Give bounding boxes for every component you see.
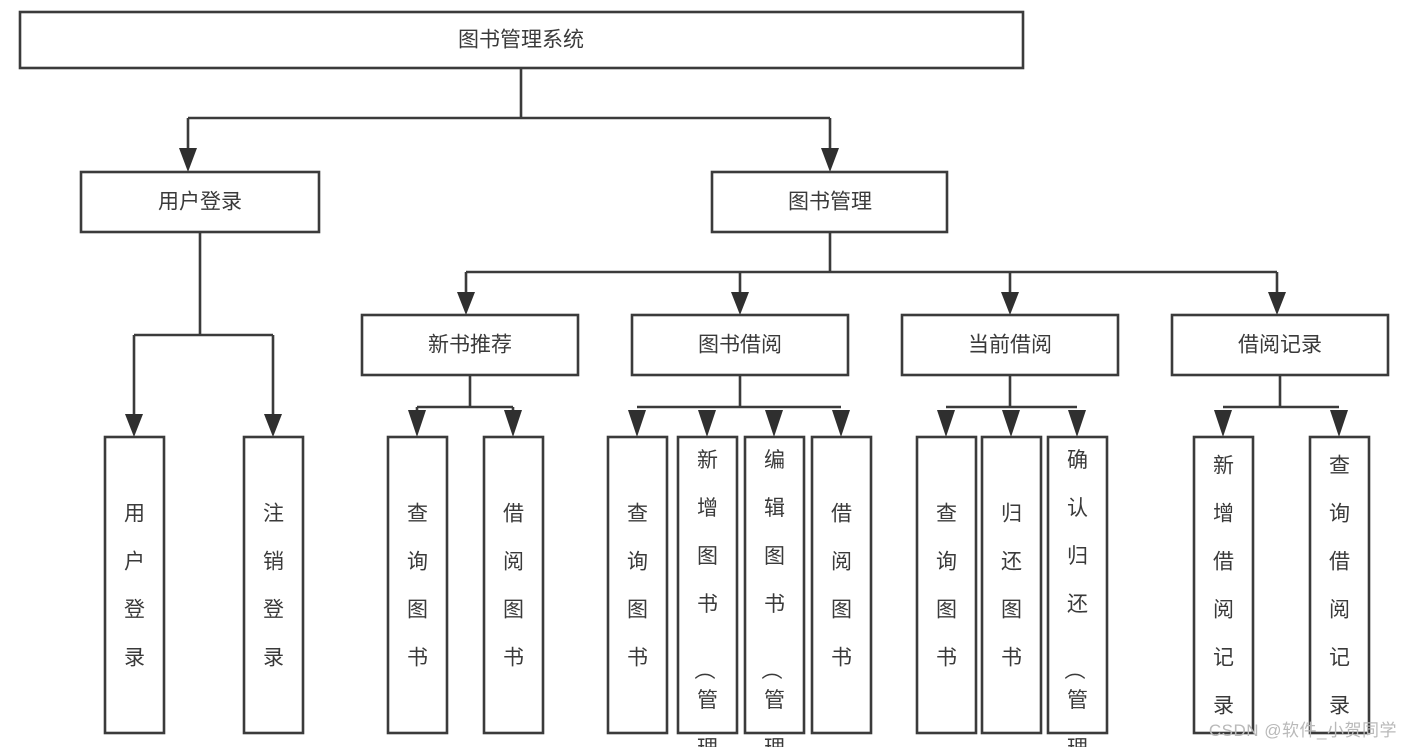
leaf-node[interactable]: 用户登录 <box>103 435 166 735</box>
leaf-node[interactable]: 注销登录 <box>242 435 305 735</box>
csdn-watermark: CSDN @软件_小贺同学 <box>1208 721 1397 740</box>
leaf-node-box[interactable] <box>482 435 545 735</box>
leaf-node[interactable]: 编辑图书（管理员） <box>743 435 806 747</box>
node-current-borrow[interactable]: 当前借阅 <box>900 313 1120 377</box>
arrow-head-leaf-query-book-new <box>408 410 426 437</box>
leaf-node-box[interactable] <box>810 435 873 735</box>
node-borrow-record-label: 借阅记录 <box>1238 334 1322 357</box>
node-current-borrow-box[interactable] <box>900 313 1120 377</box>
arrow-head-leaf-confirm-return <box>1068 410 1086 437</box>
arrow-head-borrow <box>731 292 749 315</box>
node-borrow-record[interactable]: 借阅记录 <box>1170 313 1390 377</box>
leaf-node-box[interactable] <box>676 435 739 735</box>
leaf-node-box[interactable] <box>606 435 669 735</box>
leaf-node-label: 确认归还（管理员） <box>1062 449 1088 747</box>
leaf-node-box[interactable] <box>103 435 166 735</box>
node-root-box[interactable] <box>18 10 1025 70</box>
leaf-node-label: 新增借阅记录 <box>1213 454 1234 717</box>
leaf-node-box[interactable] <box>980 435 1043 735</box>
leaf-node-label: 编辑图书（管理员） <box>759 449 785 747</box>
node-new-book-recommend-label: 新书推荐 <box>428 334 512 357</box>
leaf-node-label: 用户登录 <box>124 502 145 669</box>
arrow-head-leaf-logout <box>264 414 282 437</box>
node-root[interactable]: 图书管理系统 <box>18 10 1025 70</box>
leaf-node[interactable]: 查询图书 <box>386 435 449 735</box>
connector-layer <box>125 68 1348 437</box>
node-book-borrow-box[interactable] <box>630 313 850 377</box>
node-user-login[interactable]: 用户登录 <box>79 170 321 234</box>
leaf-node[interactable]: 归还图书 <box>980 435 1043 735</box>
arrow-head-current <box>1001 292 1019 315</box>
leaf-node[interactable]: 借阅图书 <box>810 435 873 735</box>
node-book-management[interactable]: 图书管理 <box>710 170 949 234</box>
leaf-node-box[interactable] <box>386 435 449 735</box>
node-current-borrow-label: 当前借阅 <box>968 334 1052 357</box>
node-book-management-box[interactable] <box>710 170 949 234</box>
leaf-node[interactable]: 查询图书 <box>915 435 978 735</box>
arrow-head-leaf-edit-book <box>765 410 783 437</box>
node-user-login-box[interactable] <box>79 170 321 234</box>
node-book-borrow-label: 图书借阅 <box>698 334 782 357</box>
arrow-head-new-book <box>457 292 475 315</box>
leaf-node-box[interactable] <box>1308 435 1371 735</box>
leaf-node-layer: 用户登录 注销登录 查询图书 借阅图书 查询图书 新增图书（管理员） 编辑图书（管理员） 借阅… <box>103 435 1371 747</box>
leaf-node[interactable]: 借阅图书 <box>482 435 545 735</box>
arrow-head-record <box>1268 292 1286 315</box>
arrow-head-leaf-query-cur <box>937 410 955 437</box>
leaf-node[interactable]: 新增图书（管理员） <box>676 435 739 747</box>
leaf-node-box[interactable] <box>915 435 978 735</box>
arrow-head-leaf-query-book <box>628 410 646 437</box>
arrow-head-leaf-add-book <box>698 410 716 437</box>
node-new-book-recommend-box[interactable] <box>360 313 580 377</box>
node-new-book-recommend[interactable]: 新书推荐 <box>360 313 580 377</box>
leaf-node-box[interactable] <box>1046 435 1109 735</box>
arrow-head-leaf-borrow-book <box>832 410 850 437</box>
leaf-node-label: 查询借阅记录 <box>1329 454 1350 717</box>
leaf-node-label: 查询图书 <box>407 502 428 669</box>
leaf-node[interactable]: 查询借阅记录 <box>1308 435 1371 735</box>
leaf-node[interactable]: 确认归还（管理员） <box>1046 435 1109 747</box>
node-book-borrow[interactable]: 图书借阅 <box>630 313 850 377</box>
leaf-node-box[interactable] <box>242 435 305 735</box>
leaf-node-label: 借阅图书 <box>503 502 524 669</box>
node-user-login-label: 用户登录 <box>158 191 242 214</box>
leaf-node-label: 归还图书 <box>1001 502 1022 669</box>
node-book-management-label: 图书管理 <box>788 191 872 214</box>
arrow-head-user-login <box>179 148 197 172</box>
leaf-node-box[interactable] <box>743 435 806 735</box>
node-borrow-record-box[interactable] <box>1170 313 1390 377</box>
arrow-head-leaf-user-login <box>125 414 143 437</box>
arrow-head-book-mgmt <box>821 148 839 172</box>
leaf-node-label: 查询图书 <box>936 502 957 669</box>
leaf-node-label: 借阅图书 <box>831 502 852 669</box>
node-root-label: 图书管理系统 <box>458 29 584 52</box>
arrow-head-leaf-add-record <box>1214 410 1232 437</box>
leaf-node-box[interactable] <box>1192 435 1255 735</box>
leaf-node-label: 注销登录 <box>263 502 284 669</box>
leaf-node[interactable]: 新增借阅记录 <box>1192 435 1255 735</box>
leaf-node-label: 查询图书 <box>627 502 648 669</box>
arrow-head-leaf-borrow-book-new <box>504 410 522 437</box>
leaf-node[interactable]: 查询图书 <box>606 435 669 735</box>
arrow-head-leaf-query-record <box>1330 410 1348 437</box>
leaf-node-label: 新增图书（管理员） <box>692 449 718 747</box>
arrow-head-leaf-return-book <box>1002 410 1020 437</box>
